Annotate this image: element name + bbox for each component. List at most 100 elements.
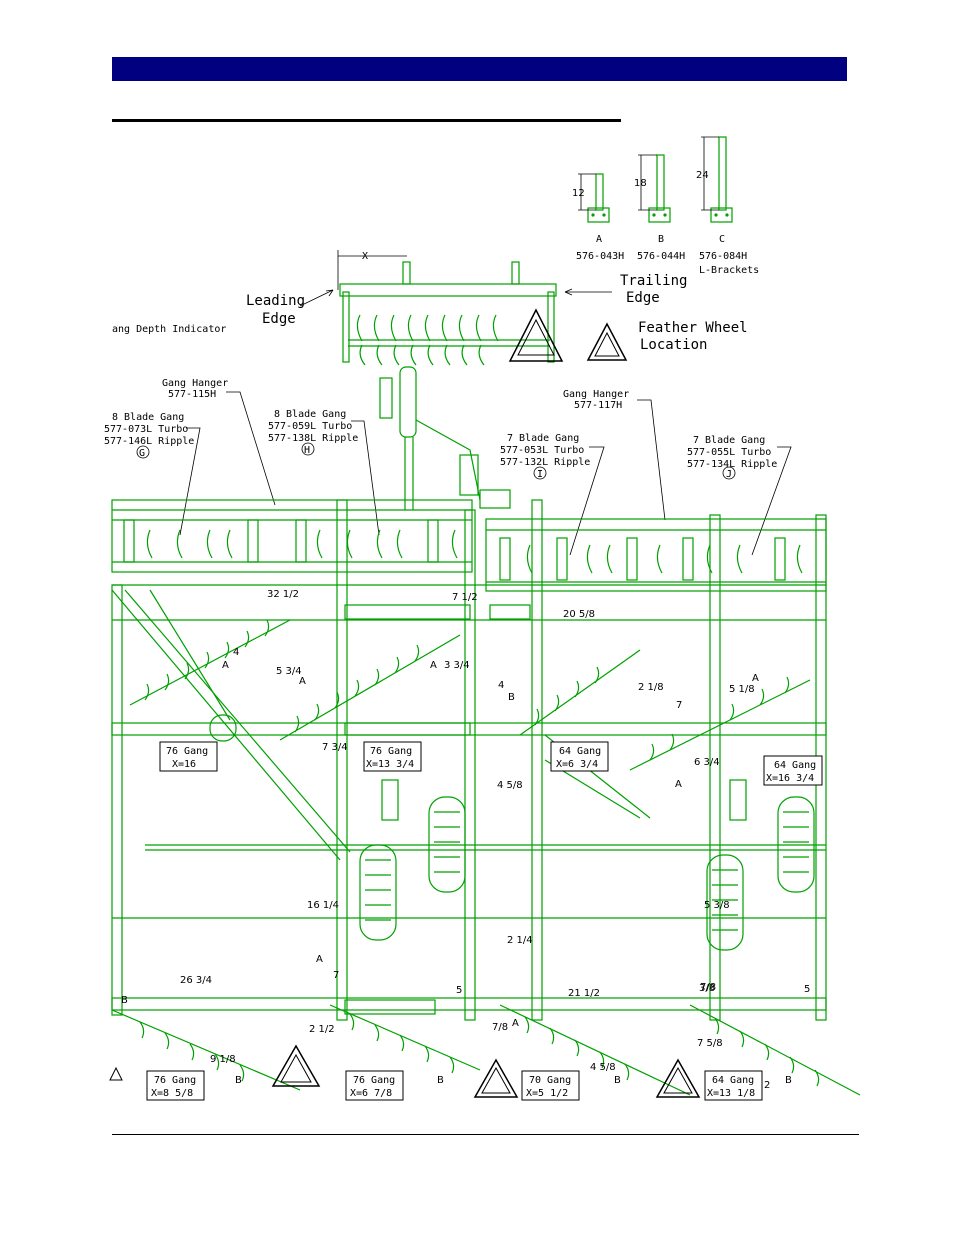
trailing-edge-label-2: Edge xyxy=(626,290,660,306)
bracket-c-height: 24 xyxy=(696,170,709,181)
dim-label: 7 1/2 xyxy=(452,592,478,603)
gang-box-title: 64 Gang xyxy=(712,1075,754,1086)
gang-box-x: X=16 3/4 xyxy=(766,773,814,784)
gang-h-ripple: 577-138L Ripple xyxy=(268,433,358,444)
gang-j-turbo: 577-055L Turbo xyxy=(687,447,771,458)
dim-label: 5 xyxy=(804,984,810,995)
leading-edge-label-1: Leading xyxy=(246,293,305,309)
dim-label: 7/8 xyxy=(492,1022,508,1033)
detail-blades xyxy=(356,314,499,366)
point-a: A xyxy=(222,660,229,671)
bracket-c: 24 C 576-084H xyxy=(696,136,747,262)
gang-box: 76 Gang X=16 xyxy=(159,741,218,772)
gang-j-ripple: 577-134L Ripple xyxy=(687,459,777,470)
hanger-right-title: Gang Hanger xyxy=(563,389,629,400)
gang-box: 76 Gang X=8 5/8 xyxy=(146,1070,205,1101)
bracket-a-height: 12 xyxy=(572,188,585,199)
feather-wheel-label-1: Feather Wheel xyxy=(638,320,748,336)
title-rule xyxy=(112,119,621,122)
bracket-b-letter: B xyxy=(658,234,664,245)
dim-label: 16 1/4 xyxy=(307,900,339,911)
gang-box-title: 76 Gang xyxy=(353,1075,395,1086)
point-a: A xyxy=(752,673,759,684)
hanger-left-part: 577-115H xyxy=(168,389,216,400)
gang-box: 76 Gang X=6 7/8 xyxy=(345,1070,404,1101)
l-brackets-caption: L-Brackets xyxy=(699,265,759,276)
dim-label: 5 1/8 xyxy=(729,684,755,695)
gang-box-x: X=16 xyxy=(172,759,196,770)
gang-box-title: 70 Gang xyxy=(529,1075,571,1086)
gang-h-marker: H xyxy=(304,445,310,456)
bracket-b-height: 18 xyxy=(634,178,647,189)
bracket-b-part: 576-044H xyxy=(637,251,685,262)
dim-label: 26 3/4 xyxy=(180,975,212,986)
point-b: B xyxy=(121,995,128,1006)
l-brackets: 12 A 576-043H 18 B 576-044H 24 C 576-0 xyxy=(572,136,759,276)
gang-box: 64 Gang X=16 3/4 xyxy=(763,755,823,786)
gang-box: 70 Gang X=5 1/2 xyxy=(521,1070,580,1101)
point-b: B xyxy=(437,1075,444,1086)
gang-g-ripple: 577-146L Ripple xyxy=(104,436,194,447)
dim-label: 21 1/2 xyxy=(568,988,600,999)
point-b: B xyxy=(508,692,515,703)
gang-i-turbo: 577-053L Turbo xyxy=(500,445,584,456)
dimension-labels: 32 1/2 7 1/2 20 5/8 4 5 3/4 3 3/4 4 2 1/… xyxy=(180,589,810,1091)
trailing-edge-label-1: Trailing xyxy=(620,273,687,289)
diagonal-gangs xyxy=(111,619,861,1096)
callouts: Gang Hanger 577-115H 8 Blade Gang 577-07… xyxy=(104,378,792,556)
gang-box: 64 Gang X=13 1/8 xyxy=(704,1070,763,1101)
hanger-right-part: 577-117H xyxy=(574,400,622,411)
dim-label: 4 xyxy=(498,680,504,691)
gang-box-x: X=5 1/2 xyxy=(526,1088,568,1099)
bracket-a-letter: A xyxy=(596,234,602,245)
gang-j-marker: J xyxy=(726,469,732,480)
gang-box-title: 64 Gang xyxy=(559,746,601,757)
upper-gang-springs xyxy=(123,519,786,581)
gang-box-x: X=13 1/8 xyxy=(707,1088,755,1099)
point-a: A xyxy=(299,676,306,687)
gang-g-title: 8 Blade Gang xyxy=(112,412,184,423)
bracket-b: 18 B 576-044H xyxy=(634,154,685,262)
point-a: A xyxy=(675,779,682,790)
gang-box-x: X=13 3/4 xyxy=(366,759,414,770)
point-a: A xyxy=(512,1018,519,1029)
dim-label: 5 3/4 xyxy=(276,666,302,677)
dim-label: 5 3/8 xyxy=(704,900,730,911)
dim-label: 5 xyxy=(456,985,462,996)
dim-label: 2 1/4 xyxy=(507,935,533,946)
feather-wheel-markers xyxy=(109,1044,701,1098)
point-b: B xyxy=(235,1075,242,1086)
dim-label: 7 3/4 xyxy=(322,742,348,753)
gang-box-title: 76 Gang xyxy=(166,746,208,757)
dim-label: 3/8 xyxy=(699,983,715,994)
dim-label: 4 5/8 xyxy=(497,780,523,791)
bracket-c-letter: C xyxy=(719,234,725,245)
gang-box-title: 76 Gang xyxy=(370,746,412,757)
dim-label: 4 5/8 xyxy=(590,1062,616,1073)
dim-label: 7 xyxy=(676,700,682,711)
gang-g-turbo: 577-073L Turbo xyxy=(104,424,188,435)
feather-wheel-marker-detail xyxy=(508,308,564,362)
x-dimension: X xyxy=(362,251,368,262)
gang-h-title: 8 Blade Gang xyxy=(274,409,346,420)
dim-label: 9 1/8 xyxy=(210,1054,236,1065)
dim-label: 6 3/4 xyxy=(694,757,720,768)
gang-g-marker: G xyxy=(139,448,145,459)
gang-depth-indicator-label: ang Depth Indicator xyxy=(112,324,226,335)
gang-box-title: 64 Gang xyxy=(774,760,816,771)
main-frame xyxy=(111,366,861,1096)
gang-detail-view: X Leading Edge Trailing Edge xyxy=(246,250,687,366)
point-labels: A A A B A A A B A B B B B xyxy=(121,660,792,1086)
dim-label: 3 3/4 xyxy=(444,660,470,671)
dim-label: 2 1/2 xyxy=(309,1024,335,1035)
gang-box: 76 Gang X=13 3/4 xyxy=(363,741,422,772)
gang-boxes: 76 Gang X=16 76 Gang X=13 3/4 64 Gang X=… xyxy=(146,741,823,1101)
feather-wheel-legend: Feather Wheel Location xyxy=(586,320,748,361)
point-a: A xyxy=(430,660,437,671)
gang-i-marker: I xyxy=(537,469,543,480)
gang-box-x: X=8 5/8 xyxy=(151,1088,193,1099)
bracket-a-part: 576-043H xyxy=(576,251,624,262)
dim-label: 7 xyxy=(333,970,339,981)
gang-box: 64 Gang X=6 3/4 xyxy=(550,741,609,772)
